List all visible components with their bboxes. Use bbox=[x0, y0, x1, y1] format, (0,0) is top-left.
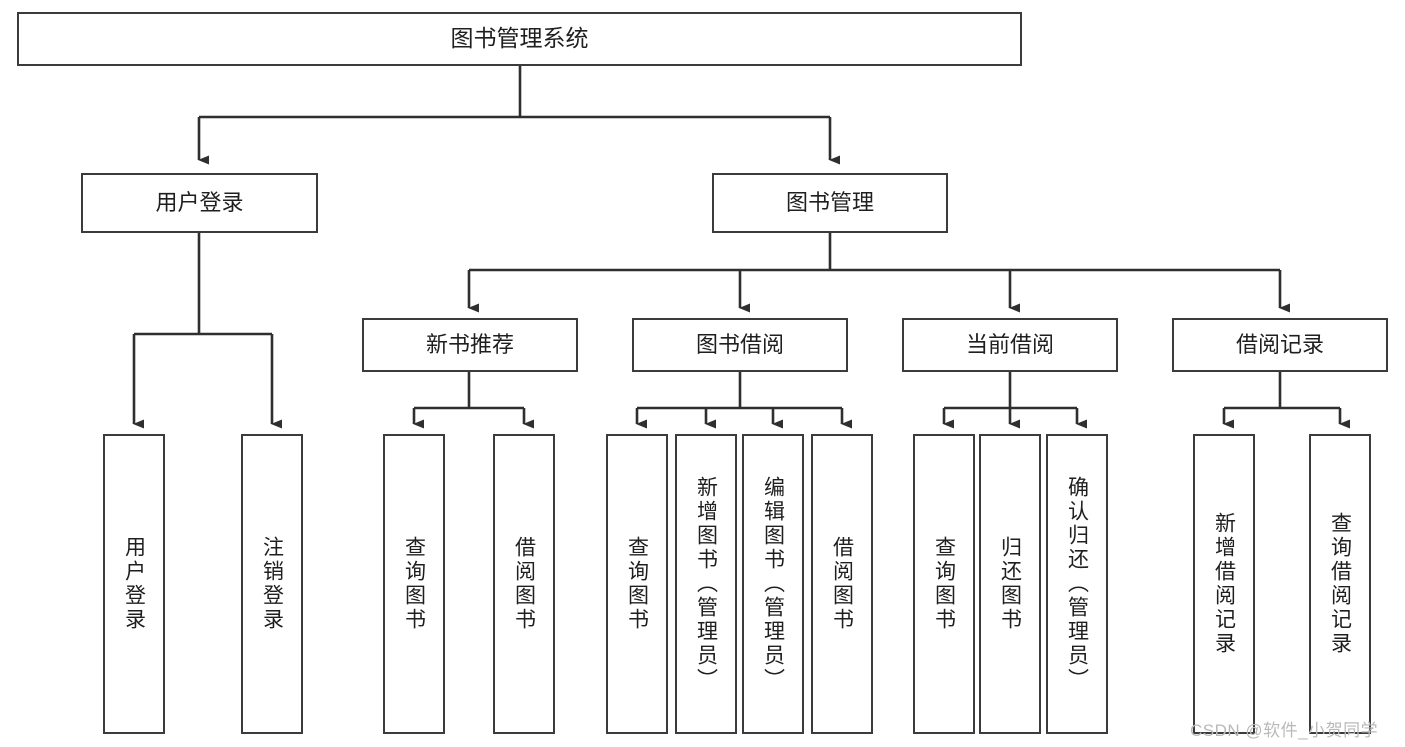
leaf-label: 查询借阅记录 bbox=[1328, 512, 1352, 656]
leaf-label: 编辑图书（管理员） bbox=[761, 476, 785, 692]
leaf-recommend-query-book[interactable]: 查询图书 bbox=[383, 434, 445, 734]
node-user-login[interactable]: 用户登录 bbox=[81, 173, 318, 233]
leaf-record-query-record[interactable]: 查询借阅记录 bbox=[1309, 434, 1371, 734]
leaf-user-login-logout[interactable]: 注销登录 bbox=[241, 434, 303, 734]
node-label: 用户登录 bbox=[155, 189, 244, 215]
node-current-borrow[interactable]: 当前借阅 bbox=[902, 318, 1118, 372]
leaf-label: 新增图书（管理员） bbox=[694, 476, 718, 692]
node-label: 图书管理系统 bbox=[450, 25, 589, 52]
csdn-watermark: CSDN @软件_小贺同学 bbox=[1190, 721, 1379, 740]
leaf-label: 归还图书 bbox=[998, 536, 1022, 632]
leaf-record-add-record[interactable]: 新增借阅记录 bbox=[1193, 434, 1255, 734]
leaf-borrow-add-book-admin[interactable]: 新增图书（管理员） bbox=[675, 434, 737, 734]
leaf-user-login-login[interactable]: 用户登录 bbox=[103, 434, 165, 734]
leaf-label: 确认归还（管理员） bbox=[1065, 476, 1089, 692]
node-borrow-record[interactable]: 借阅记录 bbox=[1172, 318, 1388, 372]
leaf-label: 新增借阅记录 bbox=[1212, 512, 1236, 656]
leaf-label: 用户登录 bbox=[122, 536, 146, 632]
leaf-borrow-edit-book-admin[interactable]: 编辑图书（管理员） bbox=[742, 434, 804, 734]
leaf-borrow-borrow-book[interactable]: 借阅图书 bbox=[811, 434, 873, 734]
leaf-recommend-borrow-book[interactable]: 借阅图书 bbox=[493, 434, 555, 734]
node-label: 当前借阅 bbox=[965, 331, 1054, 357]
node-label: 图书借阅 bbox=[695, 331, 784, 357]
leaf-label: 查询图书 bbox=[625, 536, 649, 632]
node-label: 借阅记录 bbox=[1235, 331, 1324, 357]
leaf-borrow-query-book[interactable]: 查询图书 bbox=[606, 434, 668, 734]
leaf-current-return-book[interactable]: 归还图书 bbox=[979, 434, 1041, 734]
node-root-book-management-system[interactable]: 图书管理系统 bbox=[17, 12, 1022, 66]
node-label: 图书管理 bbox=[785, 189, 874, 215]
leaf-label: 查询图书 bbox=[402, 536, 426, 632]
node-book-management[interactable]: 图书管理 bbox=[712, 173, 948, 233]
node-book-borrow[interactable]: 图书借阅 bbox=[632, 318, 848, 372]
leaf-label: 借阅图书 bbox=[830, 536, 854, 632]
node-label: 新书推荐 bbox=[425, 331, 514, 357]
leaf-label: 注销登录 bbox=[260, 536, 284, 632]
node-new-book-recommend[interactable]: 新书推荐 bbox=[362, 318, 578, 372]
leaf-label: 借阅图书 bbox=[512, 536, 536, 632]
leaf-label: 查询图书 bbox=[932, 536, 956, 632]
leaf-current-query-book[interactable]: 查询图书 bbox=[913, 434, 975, 734]
leaf-current-confirm-return-admin[interactable]: 确认归还（管理员） bbox=[1046, 434, 1108, 734]
